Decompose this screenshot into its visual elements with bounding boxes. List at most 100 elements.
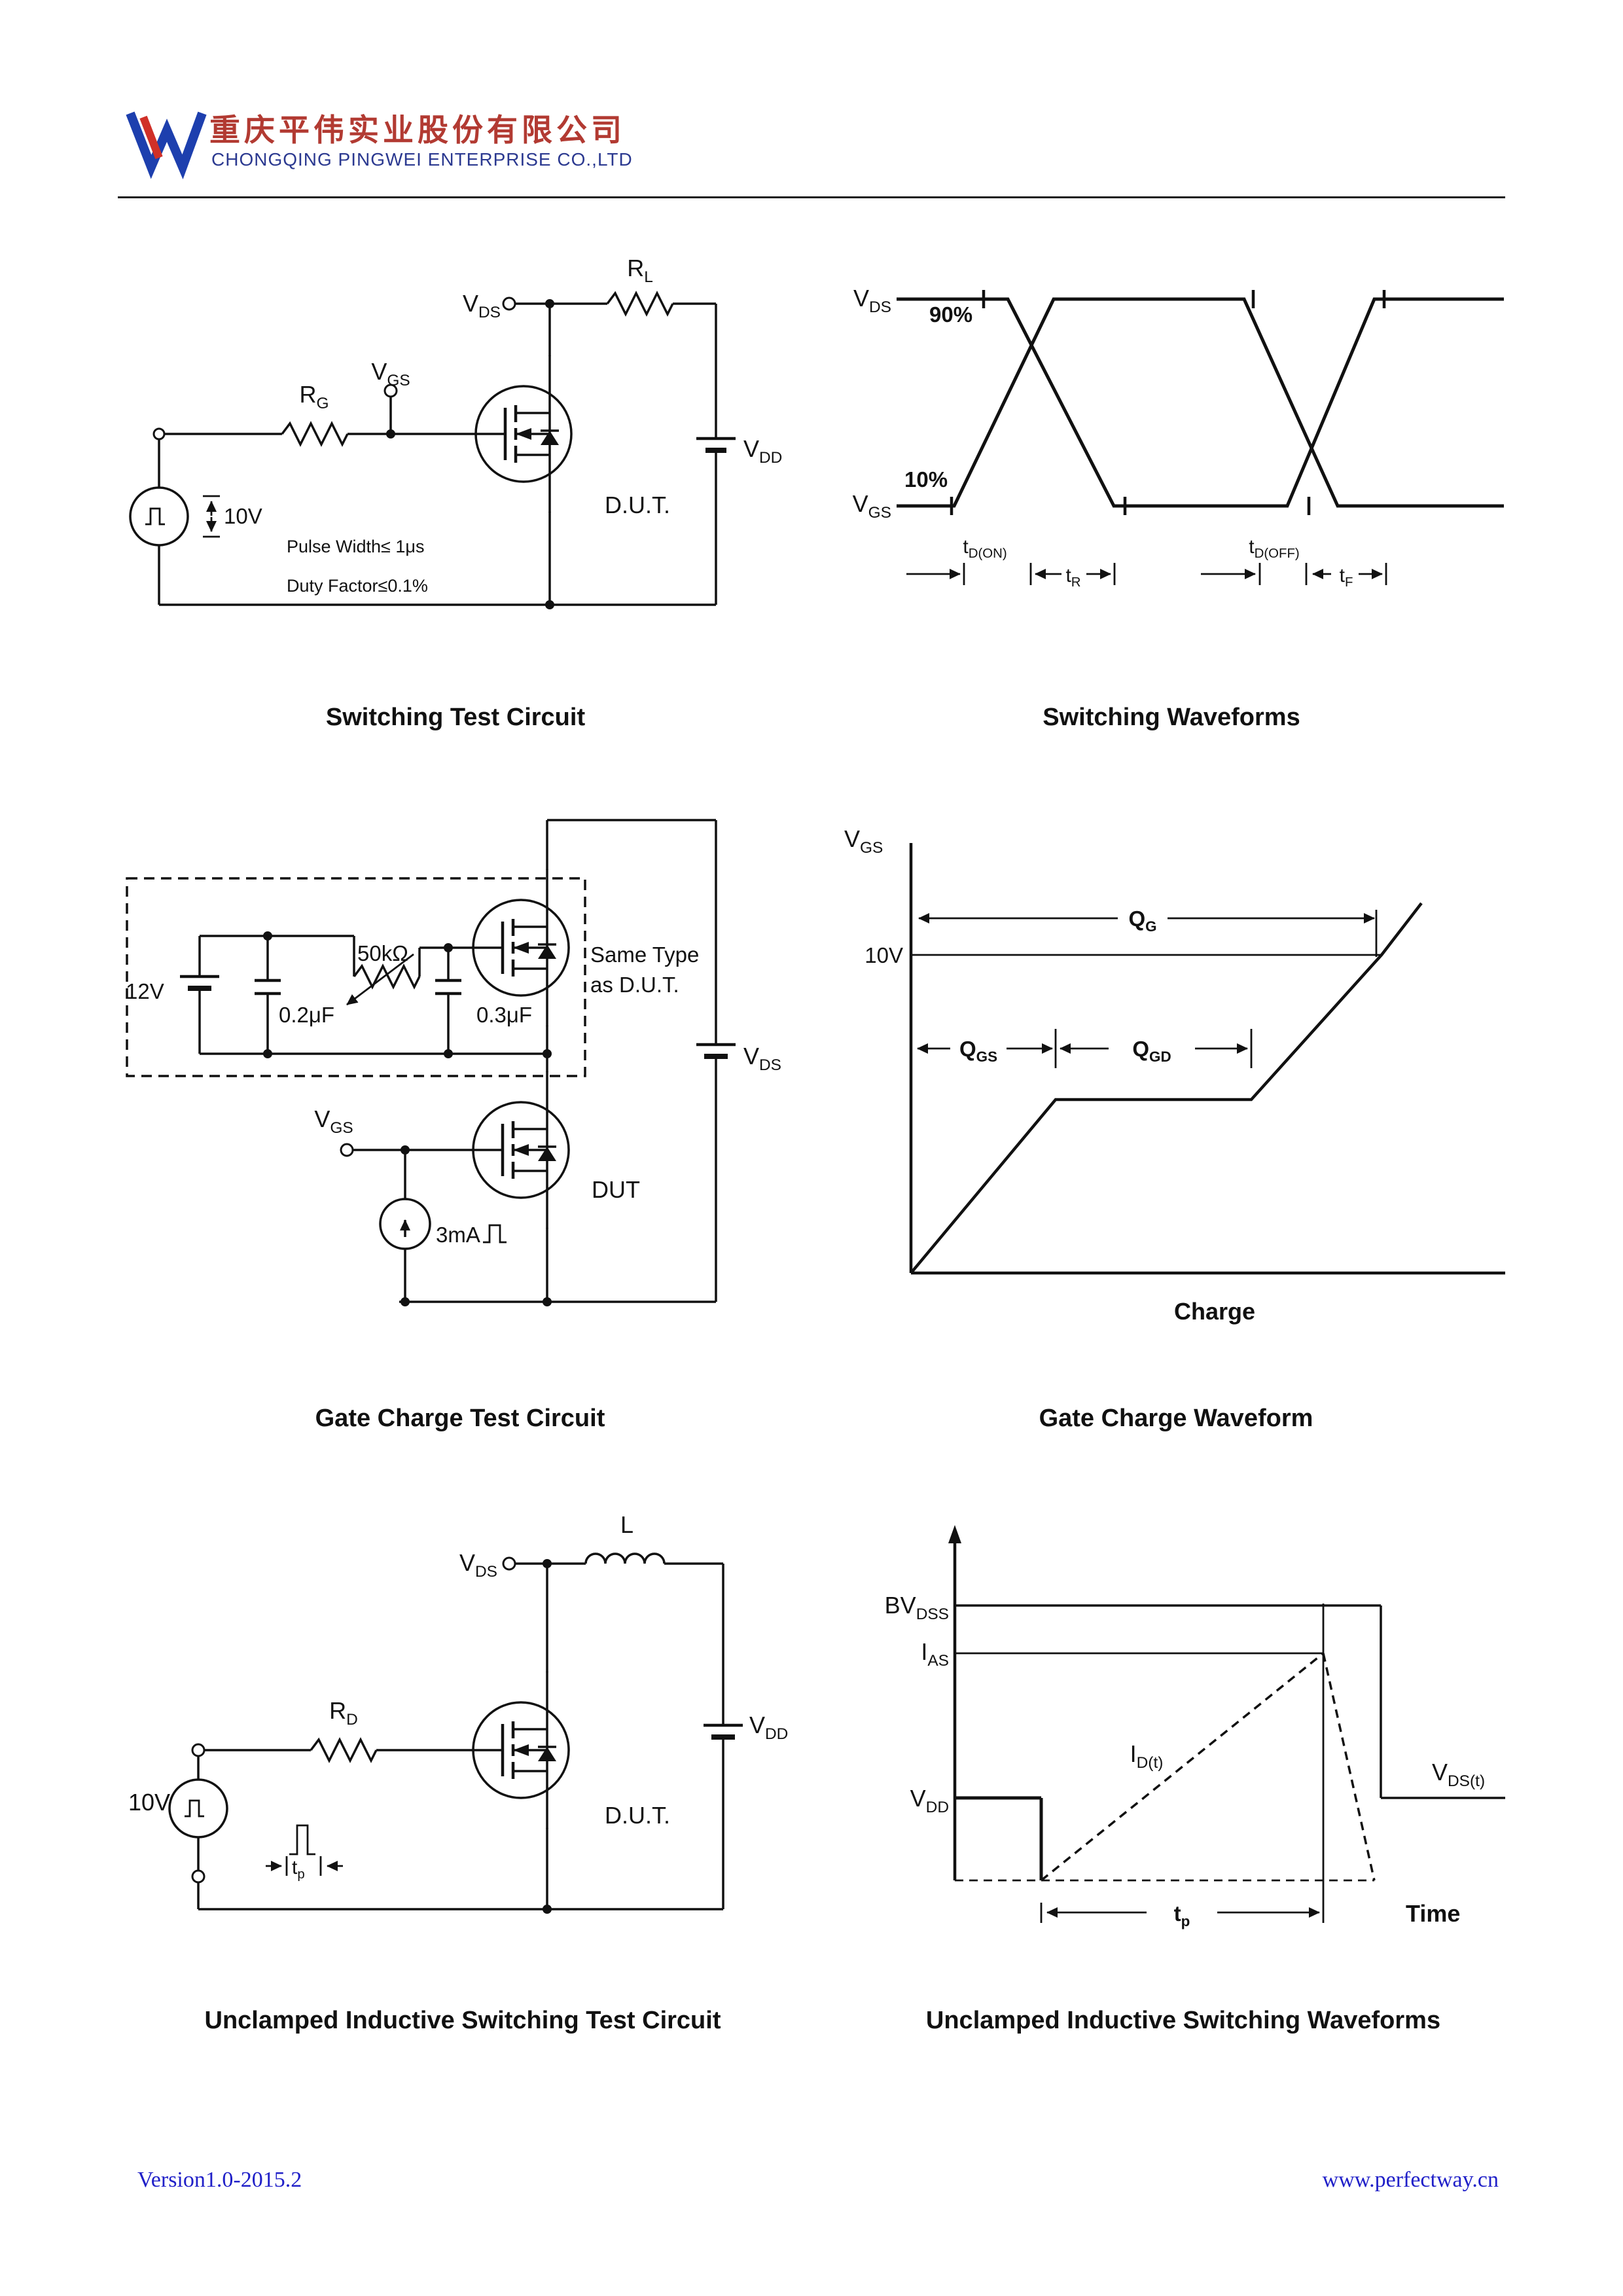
- time-axis-label: Time: [1406, 1900, 1460, 1927]
- level-ticks: [950, 290, 1386, 515]
- node-dot: [545, 600, 554, 609]
- supply-10v-label: 10V: [224, 504, 262, 528]
- caption-gate-charge-test-circuit: Gate Charge Test Circuit: [315, 1405, 605, 1432]
- vds-terminal: [502, 296, 516, 311]
- wires: [200, 819, 717, 1303]
- tp-label: tp: [292, 1857, 305, 1882]
- gen-10v-label: 10V: [128, 1789, 170, 1816]
- td-off-label: tD(OFF): [1249, 536, 1299, 561]
- voltage-measure-arrow: [203, 495, 220, 538]
- footer-version: Version1.0-2015.2: [137, 2168, 302, 2192]
- capacitor-03uf: [435, 948, 461, 1054]
- vds-label: VDS: [743, 1043, 781, 1074]
- current-source-3ma: [379, 1198, 431, 1250]
- supply-12v-label: 12V: [126, 979, 164, 1003]
- vgs-terminal: [340, 1143, 354, 1157]
- unclamped-inductive-test-circuit-diagram: tp VDS L VDD RD 10V D.U.T.: [128, 1511, 788, 1914]
- capacitor-02uf: [255, 936, 281, 1054]
- input-terminal: [152, 427, 166, 440]
- mosfet-symbol-dut: [472, 1071, 570, 1229]
- switching-test-circuit-diagram: VDS VGS RG RL VDD 10V Pulse Width≤ 1μs D…: [129, 255, 782, 609]
- dut-label: DUT: [592, 1176, 640, 1203]
- tf-label: tF: [1340, 565, 1353, 590]
- vds-terminal: [502, 1556, 516, 1571]
- same-type-label-line1: Same Type: [590, 942, 699, 967]
- node-dot: [263, 931, 272, 941]
- node-dot: [545, 299, 554, 308]
- unclamped-inductive-waveforms-diagram: tp BVDSS IAS VDD ID(t) VDS(t) Time: [885, 1525, 1505, 1929]
- mosfet-symbol-same-type: [472, 869, 570, 1026]
- dut-label: D.U.T.: [605, 1802, 670, 1829]
- company-name-english: CHONGQING PINGWEI ENTERPRISE CO.,LTD: [211, 149, 633, 170]
- node-dot: [263, 1049, 272, 1058]
- node-dot: [444, 1049, 453, 1058]
- charge-axis-label: Charge: [1174, 1298, 1255, 1325]
- node-dot: [543, 1559, 552, 1568]
- company-logo-icon: [126, 111, 207, 179]
- node-dot: [401, 1297, 410, 1306]
- inductor-l: [584, 1552, 666, 1564]
- wires: [158, 302, 717, 606]
- bvdss-label: BVDSS: [885, 1592, 949, 1623]
- mosfet-symbol: [472, 1672, 570, 1829]
- battery-12v: [180, 936, 219, 1054]
- timing-annotations: tD(ON) tR tD(OFF) tF: [906, 536, 1387, 590]
- caption-unclamped-waveforms: Unclamped Inductive Switching Waveforms: [925, 2007, 1441, 2034]
- ias-label: IAS: [921, 1638, 949, 1670]
- qg-label: QG: [1128, 906, 1156, 935]
- level-10-label: 10%: [904, 467, 948, 492]
- rg-label: RG: [299, 381, 329, 412]
- vgs-axis-label: VGS: [853, 490, 891, 522]
- level-90-label: 90%: [929, 302, 972, 327]
- wires: [197, 1562, 724, 1910]
- node-dot: [543, 1905, 552, 1914]
- mosfet-symbol: [474, 355, 573, 512]
- gate-charge-curve: [910, 902, 1423, 1274]
- vgs-label: VGS: [371, 358, 410, 389]
- caption-switching-test-circuit: Switching Test Circuit: [325, 704, 586, 731]
- vdd-label: VDD: [910, 1785, 949, 1816]
- vdd-label: VDD: [743, 435, 782, 467]
- switching-waveforms-diagram: VDS VGS 90% 10% tD(ON) tR tD(OFF) tF: [853, 285, 1504, 590]
- resistor-rg: [281, 421, 349, 447]
- tr-label: tR: [1065, 565, 1080, 590]
- cap-02uf-label: 0.2μF: [279, 1003, 334, 1027]
- vdd-label: VDD: [749, 1712, 788, 1743]
- pot-50k-label: 50kΩ: [357, 941, 408, 965]
- caption-switching-waveforms: Switching Waveforms: [1043, 704, 1300, 731]
- battery-vdd: [696, 437, 736, 453]
- pulse-generator: [168, 1778, 228, 1839]
- qgd-label: QGD: [1132, 1037, 1171, 1065]
- battery-vdd: [704, 1723, 743, 1740]
- duty-factor-note: Duty Factor≤0.1%: [287, 576, 428, 596]
- id-t-label: ID(t): [1130, 1740, 1164, 1772]
- potentiometer-50k: [353, 963, 421, 990]
- vgs-terminal: [383, 384, 398, 398]
- node-dot: [386, 429, 395, 439]
- battery-vds: [696, 1043, 736, 1059]
- company-name-chinese: 重庆平伟实业股份有限公司: [209, 113, 626, 147]
- tp-label: tp: [1174, 1901, 1190, 1929]
- source-return-terminal: [191, 1869, 205, 1884]
- gate-charge-waveform-diagram: QG QGS QGD VGS 10V Charge: [844, 825, 1505, 1325]
- level-10v-label: 10V: [865, 943, 903, 967]
- vgs-waveform: [897, 297, 1504, 508]
- footer-website[interactable]: www.perfectway.cn: [1322, 2168, 1499, 2192]
- dashed-enclosure: [126, 877, 586, 1077]
- node-dot: [444, 943, 453, 952]
- current-3ma-label: 3mA: [436, 1223, 480, 1247]
- vds-t-label: VDS(t): [1432, 1759, 1485, 1790]
- potentiometer-wiper-arrow: [346, 953, 414, 1006]
- vgs-axis-label: VGS: [844, 825, 883, 857]
- vds-label: VDS: [459, 1549, 497, 1581]
- pulse-generator: [129, 486, 189, 547]
- td-on-label: tD(ON): [963, 536, 1007, 561]
- qgs-label: QGS: [959, 1037, 997, 1065]
- rd-label: RD: [329, 1697, 358, 1729]
- cap-03uf-label: 0.3μF: [476, 1003, 532, 1027]
- node-dot: [543, 1049, 552, 1058]
- resistor-rd: [310, 1737, 378, 1763]
- gate-charge-test-circuit-diagram: 12V 0.2μF 50kΩ 0.3μF Same Type as D.U.T.…: [126, 819, 781, 1306]
- vds-label: VDS: [463, 290, 501, 321]
